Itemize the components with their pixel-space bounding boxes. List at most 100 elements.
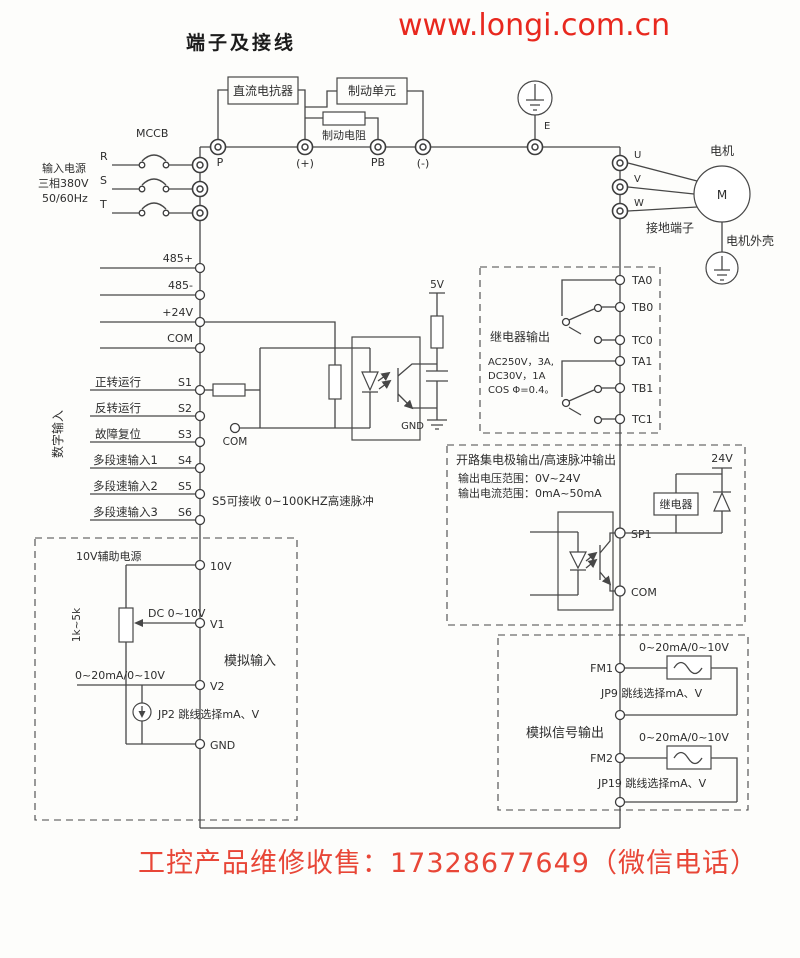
s5-function-label: 多段速输入2 <box>93 479 158 493</box>
motor-label: 电机 <box>710 144 734 158</box>
terminal-tb1-label: TB1 <box>631 382 653 395</box>
terminal-fm2-return <box>614 796 626 808</box>
terminal-tc0 <box>614 334 626 346</box>
open-collector-section: 开路集电极输出/高速脉冲输出 输出电压范围：0V~24V 输出电流范围：0mA~… <box>446 444 746 626</box>
5v-label: 5V <box>430 279 445 291</box>
main-bus-wires <box>199 146 621 829</box>
terminal-v1 <box>194 617 206 629</box>
terminal-v2-label: V2 <box>210 680 225 693</box>
phase-t-label: T <box>99 198 107 211</box>
analog-output-box <box>497 634 749 811</box>
5v-resistor-symbol <box>430 315 444 349</box>
terminal-fm2-label: FM2 <box>590 752 613 765</box>
potentiometer-symbol <box>118 607 134 643</box>
gnd-label: GND <box>401 421 424 432</box>
relay-spec-1: AC250V，3A, <box>488 357 554 368</box>
terminal-s5-label: S5 <box>178 480 192 493</box>
relay-output-box <box>479 266 661 434</box>
terminal-v-label: V <box>634 174 641 185</box>
power-source-label-1: 输入电源 <box>42 161 86 175</box>
dc-bus-section: 直流电抗器 制动单元 制动电阻 P (+) PB (-) E <box>209 76 553 170</box>
terminal-tc1-label: TC1 <box>631 413 653 426</box>
dc-reactor-label: 直流电抗器 <box>233 83 293 98</box>
terminal-tc1 <box>614 413 626 425</box>
brake-unit-label: 制动单元 <box>348 84 396 98</box>
terminal-v1-label: V1 <box>210 618 225 631</box>
terminal-com-label: COM <box>167 332 193 345</box>
oc-current-range: 输出电流范围：0mA~50mA <box>458 486 602 500</box>
terminal-sp1 <box>614 527 626 539</box>
phase-r-label: R <box>100 150 108 163</box>
terminal-e-label: E <box>544 121 550 132</box>
terminal-485p-label: 485+ <box>163 252 193 265</box>
terminal-fm1-return <box>614 709 626 721</box>
terminal-s6 <box>194 514 206 526</box>
comm-terminal-section: 485+ 485- +24V COM <box>100 252 206 354</box>
terminal-plus-label: (+) <box>296 157 314 170</box>
ground-terminal-label: 接地端子 <box>646 220 694 235</box>
open-collector-box <box>446 444 746 626</box>
analog-input-box <box>34 537 298 821</box>
pullup-resistor-symbol <box>328 364 342 400</box>
light-arrow <box>585 558 598 569</box>
terminal-agnd-label: GND <box>210 739 235 752</box>
terminal-w-label: W <box>634 198 644 209</box>
digital-input-group-label: 数字输入 <box>50 410 65 458</box>
terminal-fm1 <box>614 662 626 674</box>
terminal-24v <box>194 316 206 328</box>
fm2-range-label: 0~20mA/0~10V <box>639 731 729 744</box>
terminal-v2 <box>194 679 206 691</box>
phase-s-label: S <box>100 174 107 187</box>
terminal-ta0-label: TA0 <box>631 274 652 287</box>
external-relay-label: 继电器 <box>660 498 693 511</box>
terminal-tc0-label: TC0 <box>631 334 653 347</box>
v2-range-label: 0~20mA/0~10V <box>75 669 165 682</box>
power-source-label-3: 50/60Hz <box>42 192 88 205</box>
terminal-com <box>194 342 206 354</box>
open-collector-title: 开路集电极输出/高速脉冲输出 <box>456 452 616 467</box>
light-arrow <box>377 371 391 382</box>
terminal-oc-com <box>614 585 626 597</box>
s2-function-label: 反转运行 <box>95 401 141 415</box>
relay-spec-3: COS Φ=0.4。 <box>488 385 555 396</box>
s3-function-label: 故障复位 <box>95 427 141 441</box>
oc-led-symbol <box>569 551 587 570</box>
relay-output-section: 继电器输出 AC250V，3A, DC30V，1A COS Φ=0.4。 <box>479 266 661 434</box>
oc-optocoupler-box <box>557 511 614 611</box>
terminal-s2 <box>194 410 206 422</box>
analog-input-section: 10V辅助电源 1k~5k DC 0~10V 0~20mA/0~10V JP2 … <box>34 537 298 821</box>
terminal-tb0 <box>614 301 626 313</box>
power-input-section: R S T MCCB 输入电源 三相380V 50/60Hz <box>38 127 209 222</box>
terminal-ta0 <box>614 274 626 286</box>
terminal-485n <box>194 289 206 301</box>
terminal-oc-com-label: COM <box>631 586 657 599</box>
terminal-24v-label: +24V <box>162 306 193 319</box>
terminal-s1 <box>194 384 206 396</box>
com-internal-label: COM <box>223 436 248 448</box>
optocoupler-box <box>351 336 421 441</box>
series-resistor-symbol <box>212 383 246 397</box>
motor-output-section: U V W M 电机 接地端子 电机外壳 <box>611 144 774 285</box>
terminal-10v <box>194 559 206 571</box>
s1-function-label: 正转运行 <box>95 375 141 389</box>
terminal-com-internal <box>229 422 241 434</box>
terminal-sp1-label: SP1 <box>631 528 652 541</box>
analog-input-group-label: 模拟输入 <box>224 653 276 669</box>
terminal-s5 <box>194 488 206 500</box>
terminal-s3 <box>194 436 206 448</box>
terminal-485n-label: 485- <box>168 279 193 292</box>
page-title: 端子及接线 <box>186 32 297 54</box>
terminal-s6-label: S6 <box>178 506 192 519</box>
brake-resistor-label: 制动电阻 <box>322 129 366 142</box>
aux-supply-label: 10V辅助电源 <box>76 549 142 563</box>
breaker-arc-s <box>141 178 167 186</box>
fm1-range-label: 0~20mA/0~10V <box>639 641 729 654</box>
terminal-s3-label: S3 <box>178 428 192 441</box>
24v-label: 24V <box>711 452 733 465</box>
contact-footer: 工控产品维修收售：17328677649（微信电话） <box>138 848 758 879</box>
terminal-s1-label: S1 <box>178 376 192 389</box>
terminal-tb1 <box>614 382 626 394</box>
pot-wiper-arrow <box>134 619 143 627</box>
jp9-jumper-label: JP9 跳线选择mA、V <box>600 686 703 700</box>
